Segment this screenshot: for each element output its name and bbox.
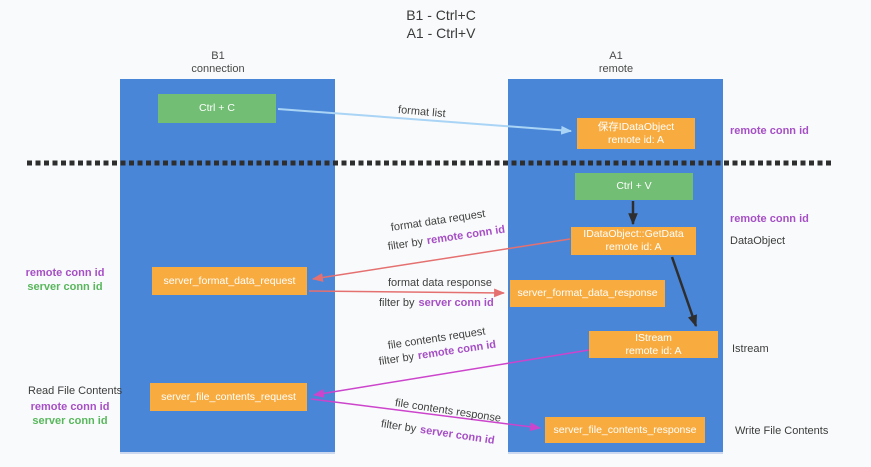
annotation-remote-conn-id-mid-left: remote conn id <box>25 267 105 279</box>
node-save-idataobject: 保存IDataObject remote id: A <box>577 118 695 149</box>
node-server-format-data-response-label: server_format_data_response <box>517 287 658 299</box>
annotation-istream: Istream <box>732 343 769 355</box>
annotation-read-file-contents: Read File Contents <box>28 385 123 397</box>
annotation-server-conn-id-bottom-left: server conn id <box>32 415 108 427</box>
node-ctrl-c-label: Ctrl + C <box>199 102 235 114</box>
column-header-a1: A1 remote <box>518 50 714 76</box>
annotation-remote-conn-id-bottom-left: remote conn id <box>30 401 110 413</box>
node-save-idataobject-line2: remote id: A <box>607 133 665 146</box>
node-server-format-data-request: server_format_data_request <box>152 267 307 295</box>
diagram-title: B1 - Ctrl+C A1 - Ctrl+V <box>11 6 871 42</box>
node-ctrl-c: Ctrl + C <box>158 94 276 123</box>
column-header-b1: B1 connection <box>120 50 316 76</box>
annotation-server-conn-id-mid-left: server conn id <box>27 281 103 293</box>
node-istream: IStream remote id: A <box>589 331 718 358</box>
column-b1-name: B1 <box>211 50 225 62</box>
title-line-1: B1 - Ctrl+C <box>406 7 476 23</box>
node-idataobject-getdata-line1: IDataObject::GetData <box>583 228 684 240</box>
annotation-conn-ids-mid-left: remote conn id server conn id <box>18 266 112 294</box>
node-idataobject-getdata-line2: remote id: A <box>605 241 662 253</box>
node-server-file-contents-response: server_file_contents_response <box>545 417 705 443</box>
column-b1-role: connection <box>191 63 245 75</box>
annotation-remote-conn-id-mid-right: remote conn id <box>730 213 809 225</box>
node-idataobject-getdata: IDataObject::GetData remote id: A <box>571 227 696 255</box>
annotation-write-file-contents: Write File Contents <box>735 425 829 437</box>
annotation-dataobject: DataObject <box>730 235 786 247</box>
annotation-remote-conn-id-top-right: remote conn id <box>730 125 809 137</box>
node-save-idataobject-line1: 保存IDataObject <box>597 120 675 133</box>
node-server-file-contents-request-label: server_file_contents_request <box>161 390 296 403</box>
node-ctrl-v-label: Ctrl + V <box>616 180 652 192</box>
node-server-file-contents-response-label: server_file_contents_response <box>553 423 697 436</box>
arrow-format-data-response <box>308 288 506 298</box>
node-server-format-data-response: server_format_data_response <box>510 280 665 307</box>
label-filter-by-server-conn-id-1: filter by server conn id <box>379 297 494 309</box>
node-ctrl-v: Ctrl + V <box>575 173 693 200</box>
annotation-conn-ids-bottom-left: remote conn id server conn id <box>20 400 120 428</box>
label-format-data-response: format data response <box>388 277 492 289</box>
node-istream-line1: IStream <box>635 331 672 344</box>
label-format-list: format list <box>397 104 447 121</box>
title-line-2: A1 - Ctrl+V <box>406 25 476 41</box>
column-a1-role: remote <box>598 63 634 75</box>
node-server-file-contents-request: server_file_contents_request <box>150 383 307 411</box>
node-istream-line2: remote id: A <box>625 344 682 357</box>
node-server-format-data-request-label: server_format_data_request <box>163 274 296 287</box>
column-a1-name: A1 <box>609 50 623 62</box>
